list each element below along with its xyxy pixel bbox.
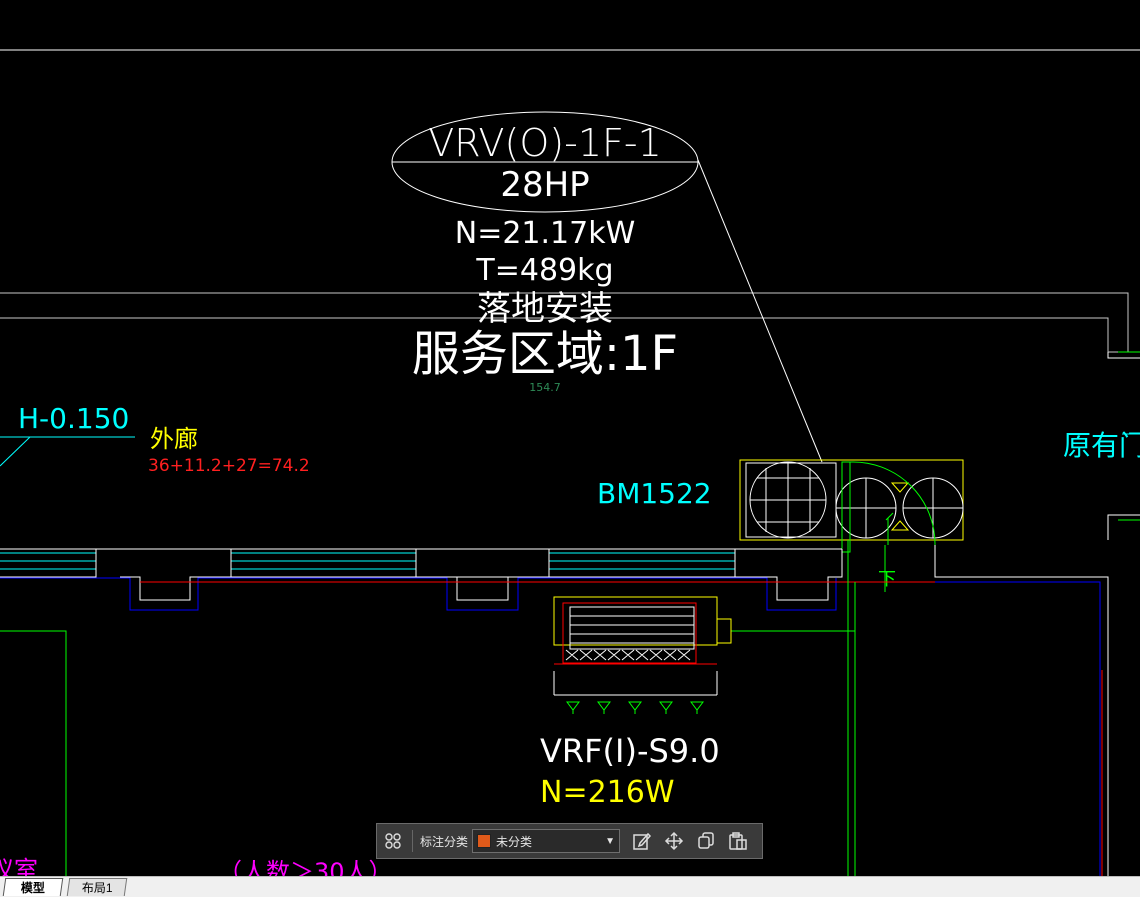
chevron-down-icon: ▼ [605, 835, 616, 847]
service-area-text: 服务区域:1F [412, 326, 678, 382]
copy-icon[interactable] [693, 828, 719, 854]
category-dropdown[interactable]: 未分类 ▼ [472, 829, 621, 853]
wall-band [0, 351, 1140, 876]
annotation-toolbar: 标注分类 未分类 ▼ [376, 823, 763, 859]
move-icon[interactable] [661, 828, 687, 854]
door-tag-text: BM1522 [597, 477, 712, 510]
indoor-unit-symbol [553, 596, 732, 714]
category-color-swatch [477, 834, 492, 848]
install-text: 落地安装 [477, 289, 613, 329]
layout-tab-bar: 模型 布局1 [0, 876, 1140, 897]
outdoor-unit-symbol [739, 459, 964, 553]
elevation-text: H-0.150 [18, 402, 129, 435]
stair-down-label: 下 [878, 569, 896, 590]
tab-model[interactable]: 模型 [2, 878, 64, 896]
indoor-unit-tag: VRF(I)-S9.0 [540, 732, 720, 770]
edit-icon[interactable] [629, 828, 655, 854]
toolbar-separator [412, 830, 413, 852]
elevation-diagonal [0, 436, 31, 467]
tag-hp-text: 28HP [500, 165, 589, 205]
tab-layout1-label: 布局1 [81, 881, 113, 895]
corridor-label: 外廊 [150, 425, 198, 453]
calc-text: 36+11.2+27=74.2 [148, 456, 310, 476]
tab-layout1[interactable]: 布局1 [66, 878, 128, 896]
power-text: N=21.17kW [455, 216, 636, 251]
weight-text: T=489kg [475, 253, 613, 288]
paste-icon[interactable] [725, 828, 751, 854]
grid-menu-icon[interactable] [380, 828, 406, 854]
small-dimension-text: 154.7 [529, 381, 561, 394]
category-value: 未分类 [496, 834, 533, 849]
category-label: 标注分类 [420, 834, 469, 849]
indoor-unit-power: N=216W [540, 775, 675, 810]
leader-line [697, 159, 823, 463]
tag-id-text: VRV(O)-1F-1 [428, 121, 662, 165]
tab-model-label: 模型 [20, 881, 45, 895]
room-outline [0, 540, 856, 876]
